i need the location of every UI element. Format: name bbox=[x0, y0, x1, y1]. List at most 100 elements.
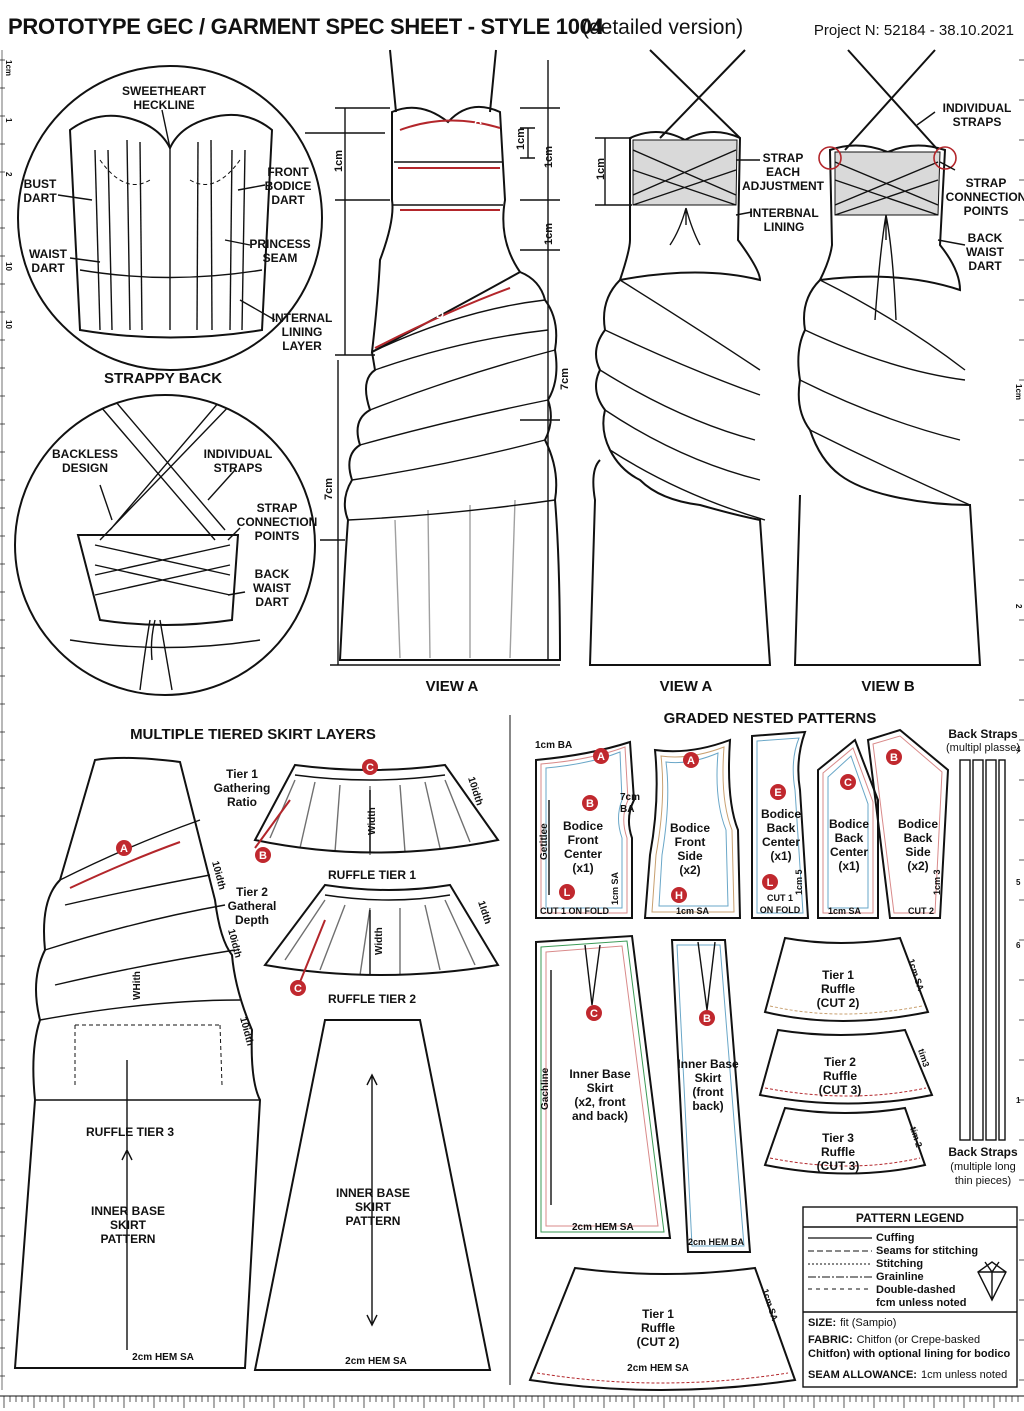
tiered-marker-a: A bbox=[116, 840, 132, 856]
left-ruler: 1cm 1 2 10 10 bbox=[0, 50, 13, 1390]
svg-text:B: B bbox=[444, 173, 452, 185]
svg-text:B: B bbox=[703, 1013, 711, 1025]
ruler-right-label: 5 bbox=[1016, 878, 1021, 887]
tiered-skirt-drawing bbox=[13, 756, 262, 1369]
pattern-tier1-ruffle-small bbox=[763, 936, 930, 1022]
ruler-left-label: 10 bbox=[4, 262, 13, 271]
project-number: Project N: 52184 - 38.10.2021 bbox=[813, 22, 1014, 39]
ruffle-width-2: Width bbox=[374, 927, 385, 955]
dim-1cm-d: 1cm bbox=[543, 223, 555, 245]
dim-7cm-b: 7cm bbox=[323, 478, 335, 500]
svg-text:A: A bbox=[597, 751, 605, 763]
tier1-small-sa: 1cm SA bbox=[906, 958, 926, 993]
svg-text:C: C bbox=[444, 217, 452, 229]
pattern-bodice-front-center bbox=[535, 740, 636, 919]
skirt-width-vertical: WHith bbox=[132, 971, 143, 1000]
ruler-right-label: 6 bbox=[1016, 941, 1021, 950]
ruffle-width-diag-1: 10idth bbox=[465, 776, 485, 807]
svg-text:H: H bbox=[675, 890, 683, 902]
dim-1cm-a: 1cm bbox=[515, 128, 527, 150]
ruler-right-label: 4 bbox=[1016, 745, 1021, 754]
ruffle-tier-3-label: RUFFLE TIER 3 bbox=[86, 1125, 174, 1139]
pattern-inner-skirt-2 bbox=[670, 939, 752, 1253]
pattern-bodice-back-center-2 bbox=[817, 738, 879, 919]
sheet-subtitle: (detailed version) bbox=[582, 16, 744, 39]
inner-skirt-1-grain: Gachline bbox=[540, 1067, 551, 1110]
ruler-left-label: 1cm bbox=[4, 60, 13, 76]
legend-seam: SEAM ALLOWANCE:1cm unless noted bbox=[808, 1369, 1007, 1381]
ruler-left-label: 2 bbox=[4, 172, 13, 177]
pattern-inner-skirt-1 bbox=[535, 934, 672, 1239]
view-a-back-dim: 1cm bbox=[595, 158, 607, 180]
ruler-right-label: 1cm bbox=[1014, 384, 1023, 400]
svg-text:B: B bbox=[890, 752, 898, 764]
ruffle-tier-1-drawing bbox=[253, 763, 500, 855]
view-a-front-dress bbox=[305, 49, 562, 666]
ruffle-markers: C B C bbox=[255, 759, 378, 996]
hem-label-2: 2cm HEM SA bbox=[345, 1356, 407, 1367]
skirt-width-2: 10idth bbox=[225, 928, 243, 959]
svg-text:L: L bbox=[767, 877, 774, 889]
view-b-dress bbox=[793, 49, 982, 666]
legend-item: Grainline bbox=[876, 1271, 924, 1283]
bottom-ruler bbox=[0, 1395, 1024, 1408]
legend-item: fcm unless noted bbox=[876, 1297, 966, 1309]
legend-item: Stitching bbox=[876, 1258, 923, 1270]
ruler-right-label: 2 bbox=[1014, 604, 1023, 609]
p5-cut: CUT 2 bbox=[908, 906, 934, 916]
inner-skirt-1-hem: 2cm HEM SA bbox=[572, 1222, 634, 1233]
skirt-width-3: 10idth bbox=[237, 1016, 255, 1047]
legend-fabric: FABRIC:Chitfon (or Crepe-basked bbox=[808, 1334, 980, 1346]
tier1-large-sa: 1cm SA bbox=[760, 1288, 780, 1323]
pattern-tier2-ruffle-small bbox=[758, 1028, 934, 1105]
right-ruler: 1cm 2 4 5 6 1 bbox=[1014, 59, 1024, 1381]
legend-fabric-2: Chitfon) with optional lining for bodico bbox=[808, 1348, 1011, 1360]
pattern-tier3-ruffle-small bbox=[763, 1106, 927, 1175]
p1-tag-top: 1cm BA bbox=[535, 740, 572, 751]
header: PROTOTYPE GEC / GARMENT SPEC SHEET - STY… bbox=[0, 0, 1024, 44]
tiered-title: MULTIPLE TIERED SKIRT LAYERS bbox=[130, 726, 376, 743]
p1-cut: CUT 1 ON FOLD bbox=[540, 906, 609, 916]
graded-title: GRADED NESTED PATTERNS bbox=[664, 710, 877, 727]
svg-text:A: A bbox=[120, 843, 128, 855]
tier3-small-sa: tim 2 bbox=[908, 1126, 924, 1149]
svg-text:E: E bbox=[774, 787, 781, 799]
svg-text:A: A bbox=[474, 115, 482, 127]
dim-1cm-b: 1cm bbox=[543, 146, 555, 168]
svg-text:C: C bbox=[844, 777, 852, 789]
svg-text:D: D bbox=[436, 309, 444, 321]
ruffle-tier-1-label: RUFFLE TIER 1 bbox=[328, 868, 416, 882]
ruler-left-label: 10 bbox=[4, 320, 13, 329]
graded-pattern-markers: A B L A H E L C B C B bbox=[559, 748, 902, 1026]
tier1-large-hem: 2cm HEM SA bbox=[627, 1363, 689, 1374]
svg-text:C: C bbox=[366, 762, 374, 774]
p2-sa: 1cm SA bbox=[676, 906, 710, 916]
back-straps-top-label: Back Straps(multipl plasse) bbox=[946, 727, 1020, 754]
p1-grain: Getitlee bbox=[539, 823, 550, 860]
sheet-title: PROTOTYPE GEC / GARMENT SPEC SHEET - STY… bbox=[8, 14, 604, 39]
ruffle-width-1: Width bbox=[367, 807, 378, 835]
legend-size: SIZE:fit (Sampio) bbox=[808, 1317, 896, 1329]
